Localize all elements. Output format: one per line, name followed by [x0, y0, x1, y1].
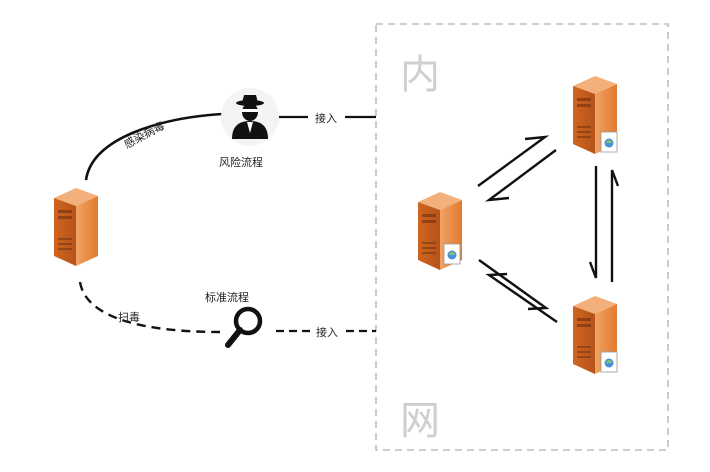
scan-path: [78, 281, 221, 334]
access-bottom-label: 接入: [316, 326, 338, 339]
hacker-icon: [221, 88, 279, 146]
magnifier-icon: [225, 306, 263, 348]
arrow-left-to-bottom: [485, 272, 558, 323]
arrow-left-to-top: [477, 135, 550, 187]
arrow-top-to-left: [484, 149, 557, 202]
intranet-server-top: [573, 76, 618, 154]
infect-path: [84, 112, 223, 181]
external-server: [54, 188, 98, 266]
arrow-top-to-bottom: [588, 166, 598, 279]
intranet-server-bottom: [573, 296, 618, 374]
arrow-bottom-to-left: [478, 259, 550, 311]
arrow-bottom-to-top: [610, 169, 620, 282]
region-label-top: 内: [400, 52, 440, 98]
intranet-region-border: [375, 23, 669, 451]
standard-process-label: 标准流程: [205, 291, 249, 304]
risk-process-label: 风险流程: [219, 156, 263, 169]
scan-label: 扫毒: [118, 311, 140, 324]
intranet-server-left: [418, 192, 462, 270]
access-top-label: 接入: [315, 112, 337, 125]
region-label-bottom: 网: [400, 398, 440, 444]
